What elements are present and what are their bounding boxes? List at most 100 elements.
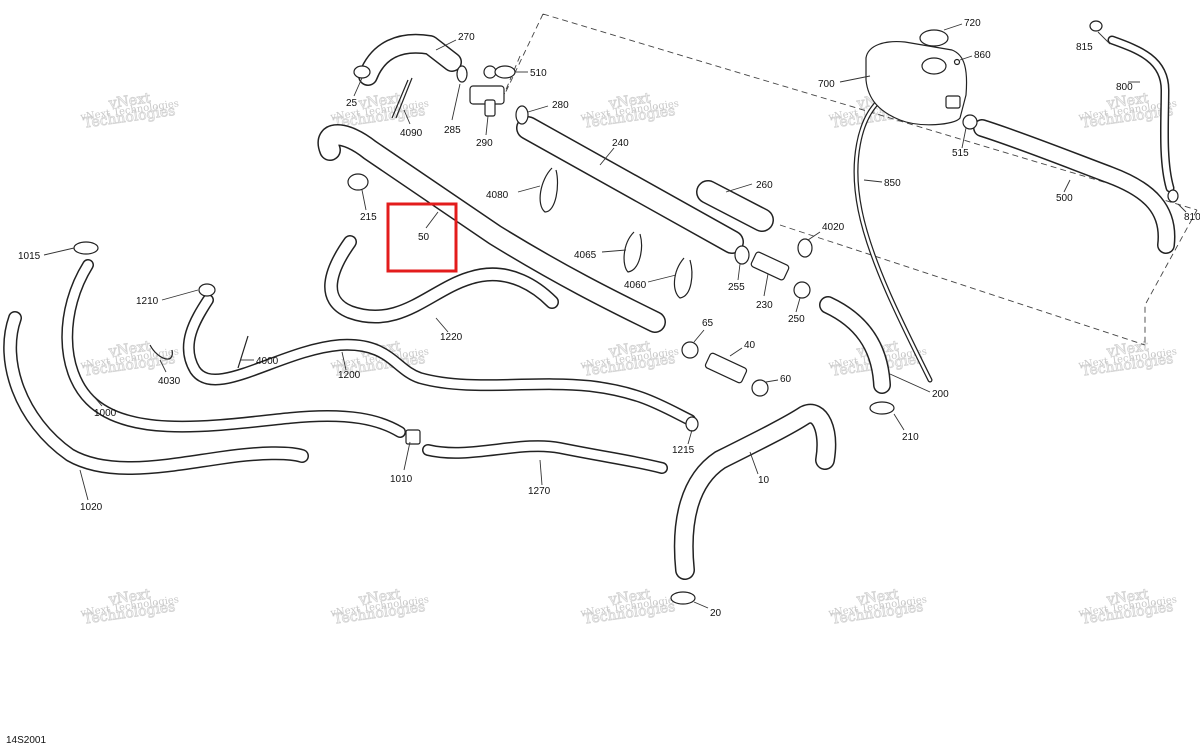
clamp-810	[1167, 189, 1179, 203]
callout-860: 860	[974, 50, 991, 61]
hose-240	[516, 116, 744, 254]
callout-60: 60	[780, 374, 792, 385]
clamp-25	[353, 65, 371, 79]
highlighted-part-50[interactable]: 50	[386, 202, 458, 273]
watermark-vnext: vNext	[357, 90, 402, 112]
hose-1200	[182, 294, 696, 426]
highlight-label: 50	[418, 232, 430, 243]
callout-285: 285	[444, 125, 461, 136]
watermark-vnext: vNext	[607, 338, 652, 360]
callout-200: 200	[932, 389, 949, 400]
hose-850	[853, 99, 933, 383]
callout-1270: 1270	[528, 486, 551, 497]
clamp-60	[751, 379, 769, 397]
watermark-vnext: vNext	[107, 90, 152, 112]
hose-500	[973, 119, 1176, 254]
callout-1200: 1200	[338, 370, 361, 381]
watermark-vnext: vNext	[1105, 338, 1150, 360]
highlight-box[interactable]	[386, 202, 458, 273]
callout-290: 290	[476, 138, 493, 149]
clip-4030	[149, 344, 173, 360]
watermark-vnext: vNext	[607, 90, 652, 112]
callout-810: 810	[1184, 212, 1200, 223]
callout-510: 510	[530, 68, 547, 79]
callout-4020: 4020	[822, 222, 845, 233]
callout-labels: 270 25 4090 285 290 510 280 240 4080 260…	[18, 18, 1200, 619]
clamp-65	[681, 341, 699, 359]
hose-1000	[61, 259, 406, 438]
callout-40: 40	[744, 340, 756, 351]
reservoir-700	[865, 40, 968, 126]
sleeve-260	[696, 180, 774, 232]
watermark-vnext: vNext	[855, 586, 900, 608]
screw-860	[953, 58, 961, 66]
callout-700: 700	[818, 79, 835, 90]
callout-1215: 1215	[672, 445, 695, 456]
callout-65: 65	[702, 318, 714, 329]
callout-1010: 1010	[390, 474, 413, 485]
cap-720	[919, 29, 949, 47]
clamp-280	[515, 105, 529, 125]
hose-800	[1107, 35, 1175, 193]
clamp-215	[347, 173, 369, 191]
watermark-vnext: vNext	[107, 338, 152, 360]
callout-260: 260	[756, 180, 773, 191]
watermark-vnext: vNext	[1105, 90, 1150, 112]
callout-215: 215	[360, 212, 377, 223]
callout-240: 240	[612, 138, 629, 149]
hose-10	[673, 403, 837, 580]
leader-lines	[43, 23, 1187, 609]
callout-515: 515	[952, 148, 969, 159]
callout-720: 720	[964, 18, 981, 29]
clamp-250	[793, 281, 811, 299]
strap-4065	[623, 231, 643, 273]
hose-270	[358, 33, 462, 86]
callout-1000: 1000	[94, 408, 117, 419]
hose-50	[317, 124, 666, 333]
callout-850: 850	[884, 178, 901, 189]
callout-4080: 4080	[486, 190, 509, 201]
callout-20: 20	[710, 608, 722, 619]
hose-200	[819, 296, 891, 394]
connector-230	[750, 251, 790, 281]
hose-1270	[422, 440, 668, 474]
tie-4000	[237, 335, 249, 369]
clamp-1215	[685, 416, 699, 432]
clamp-1015	[73, 241, 99, 255]
callout-230: 230	[756, 300, 773, 311]
watermark-vnext: vNext	[607, 586, 652, 608]
callout-4060: 4060	[624, 280, 647, 291]
clamp-515	[962, 114, 978, 130]
clamp-20	[670, 591, 696, 605]
callout-280: 280	[552, 100, 569, 111]
clamp-285	[456, 65, 468, 83]
callout-500: 500	[1056, 193, 1073, 204]
clamp-210	[869, 401, 895, 415]
callout-800: 800	[1116, 82, 1133, 93]
callout-4000: 4000	[256, 356, 279, 367]
callout-4090: 4090	[400, 128, 423, 139]
strap-4060	[673, 257, 693, 299]
figure-id: 14S2001	[6, 735, 46, 745]
callout-1015: 1015	[18, 251, 41, 262]
watermark-layer: vNext Technologies vNext Technologies vN…	[79, 90, 1178, 628]
callout-4065: 4065	[574, 250, 597, 261]
watermark-vnext: vNext	[1105, 586, 1150, 608]
clamp-510	[494, 65, 516, 79]
callout-25: 25	[346, 98, 358, 109]
hose-1220	[324, 235, 559, 324]
clamp-1010	[405, 429, 421, 445]
watermark-vnext: vNext	[107, 586, 152, 608]
callout-10: 10	[758, 475, 770, 486]
clamp-815	[1089, 20, 1103, 32]
clamp-1210	[198, 283, 216, 297]
callout-210: 210	[902, 432, 919, 443]
hose-1020	[3, 311, 309, 475]
connector-40	[704, 352, 748, 384]
clamp-4020	[797, 238, 813, 258]
tie-4090	[391, 77, 413, 119]
callout-250: 250	[788, 314, 805, 325]
callout-4030: 4030	[158, 376, 181, 387]
callout-1020: 1020	[80, 502, 103, 513]
